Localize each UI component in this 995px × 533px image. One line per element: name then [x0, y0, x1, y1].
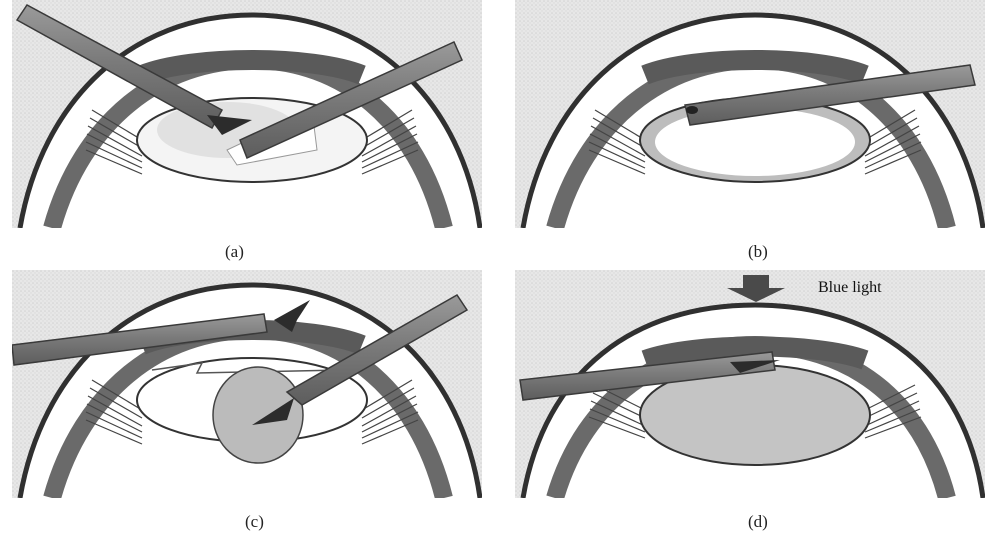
panel-d: Blue light (d) — [515, 270, 985, 498]
panel-a: (a) — [12, 0, 482, 228]
aspiration-port — [686, 106, 698, 114]
panel-b-diagram — [515, 0, 985, 228]
panel-b: (b) — [515, 0, 985, 228]
panel-a-diagram — [12, 0, 482, 228]
capsular-bag-interior — [655, 108, 855, 176]
caption-d: (d) — [748, 512, 768, 532]
panel-c: (c) — [12, 270, 482, 498]
caption-a: (a) — [225, 242, 244, 262]
panel-d-diagram — [515, 270, 985, 498]
caption-b: (b) — [748, 242, 768, 262]
caption-c: (c) — [245, 512, 264, 532]
panel-c-diagram — [12, 270, 482, 498]
blue-light-label: Blue light — [818, 279, 882, 297]
injected-material — [213, 367, 303, 463]
